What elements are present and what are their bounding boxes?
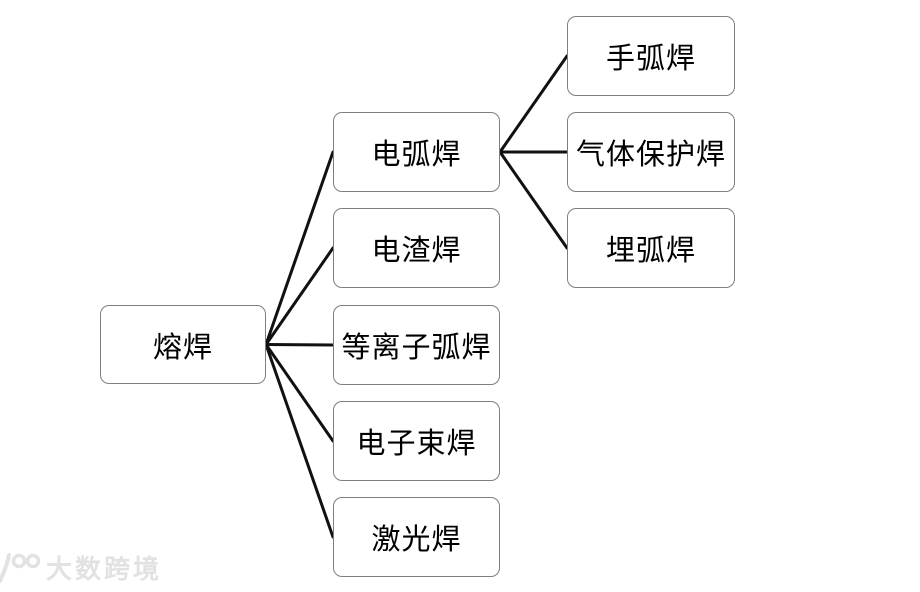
connector-line xyxy=(498,54,569,154)
node-label: 熔焊 xyxy=(152,331,213,364)
node-label: 埋弧焊 xyxy=(605,235,696,267)
node-label: 电子束焊 xyxy=(356,428,477,460)
node-manual-arc-welding: 手弧焊 xyxy=(567,16,735,96)
connector-line xyxy=(264,246,335,346)
node-label: 激光焊 xyxy=(371,524,462,556)
node-label: 电弧焊 xyxy=(371,139,462,171)
node-label: 等离子弧焊 xyxy=(341,332,492,364)
watermark-logo-icon xyxy=(0,552,40,583)
node-gas-shielded-welding: 气体保护焊 xyxy=(567,112,735,192)
watermark: 大数跨境 xyxy=(0,549,162,586)
node-label: 手弧焊 xyxy=(605,43,696,75)
watermark-text: 大数跨境 xyxy=(46,554,163,584)
node-label: 气体保护焊 xyxy=(575,139,726,171)
node-label: 电渣焊 xyxy=(371,235,462,267)
node-submerged-arc-welding: 埋弧焊 xyxy=(567,208,735,288)
node-plasma-arc-welding: 等离子弧焊 xyxy=(333,305,500,385)
node-electron-beam-welding: 电子束焊 xyxy=(333,401,500,481)
node-electroslag-welding: 电渣焊 xyxy=(333,208,500,288)
connector-line xyxy=(264,343,335,443)
connector-line xyxy=(498,150,569,250)
connector-line xyxy=(264,150,335,346)
node-fusion-welding: 熔焊 xyxy=(100,305,266,384)
connector-line xyxy=(264,343,335,347)
connector-line xyxy=(264,343,335,539)
node-laser-welding: 激光焊 xyxy=(333,497,500,577)
node-arc-welding: 电弧焊 xyxy=(333,112,500,192)
